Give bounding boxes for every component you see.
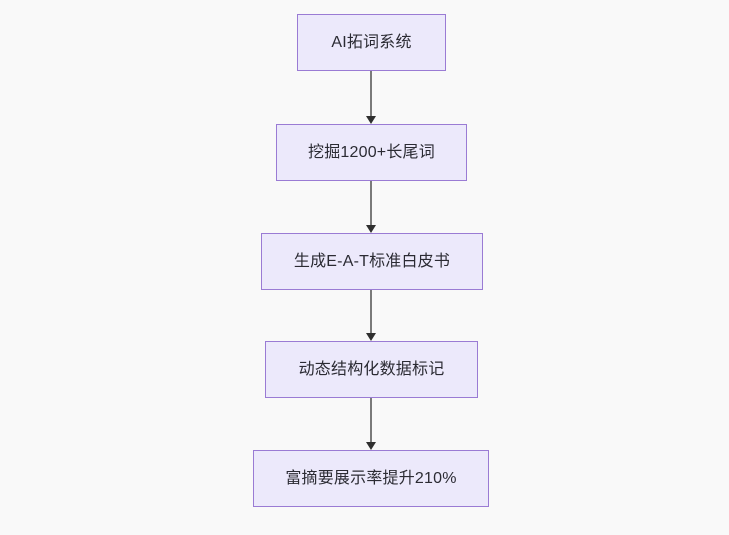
flow-node-label: 挖掘1200+长尾词 [308, 143, 435, 161]
flow-node-2[interactable]: 挖掘1200+长尾词 [276, 124, 467, 181]
arrowhead-icon [366, 225, 376, 233]
edge-line [370, 398, 372, 442]
flow-node-4[interactable]: 动态结构化数据标记 [265, 341, 478, 398]
flow-node-label: 富摘要展示率提升210% [285, 469, 457, 487]
arrowhead-icon [366, 333, 376, 341]
edge-line [370, 71, 372, 116]
flow-node-1[interactable]: AI拓词系统 [297, 14, 446, 71]
edge-line [370, 290, 372, 333]
flow-node-5[interactable]: 富摘要展示率提升210% [253, 450, 489, 507]
arrowhead-icon [366, 116, 376, 124]
flow-node-label: AI拓词系统 [331, 33, 412, 51]
arrowhead-icon [366, 442, 376, 450]
flow-node-label: 动态结构化数据标记 [298, 360, 445, 378]
flow-node-3[interactable]: 生成E-A-T标准白皮书 [261, 233, 483, 290]
flow-node-label: 生成E-A-T标准白皮书 [293, 252, 451, 270]
edge-line [370, 181, 372, 225]
